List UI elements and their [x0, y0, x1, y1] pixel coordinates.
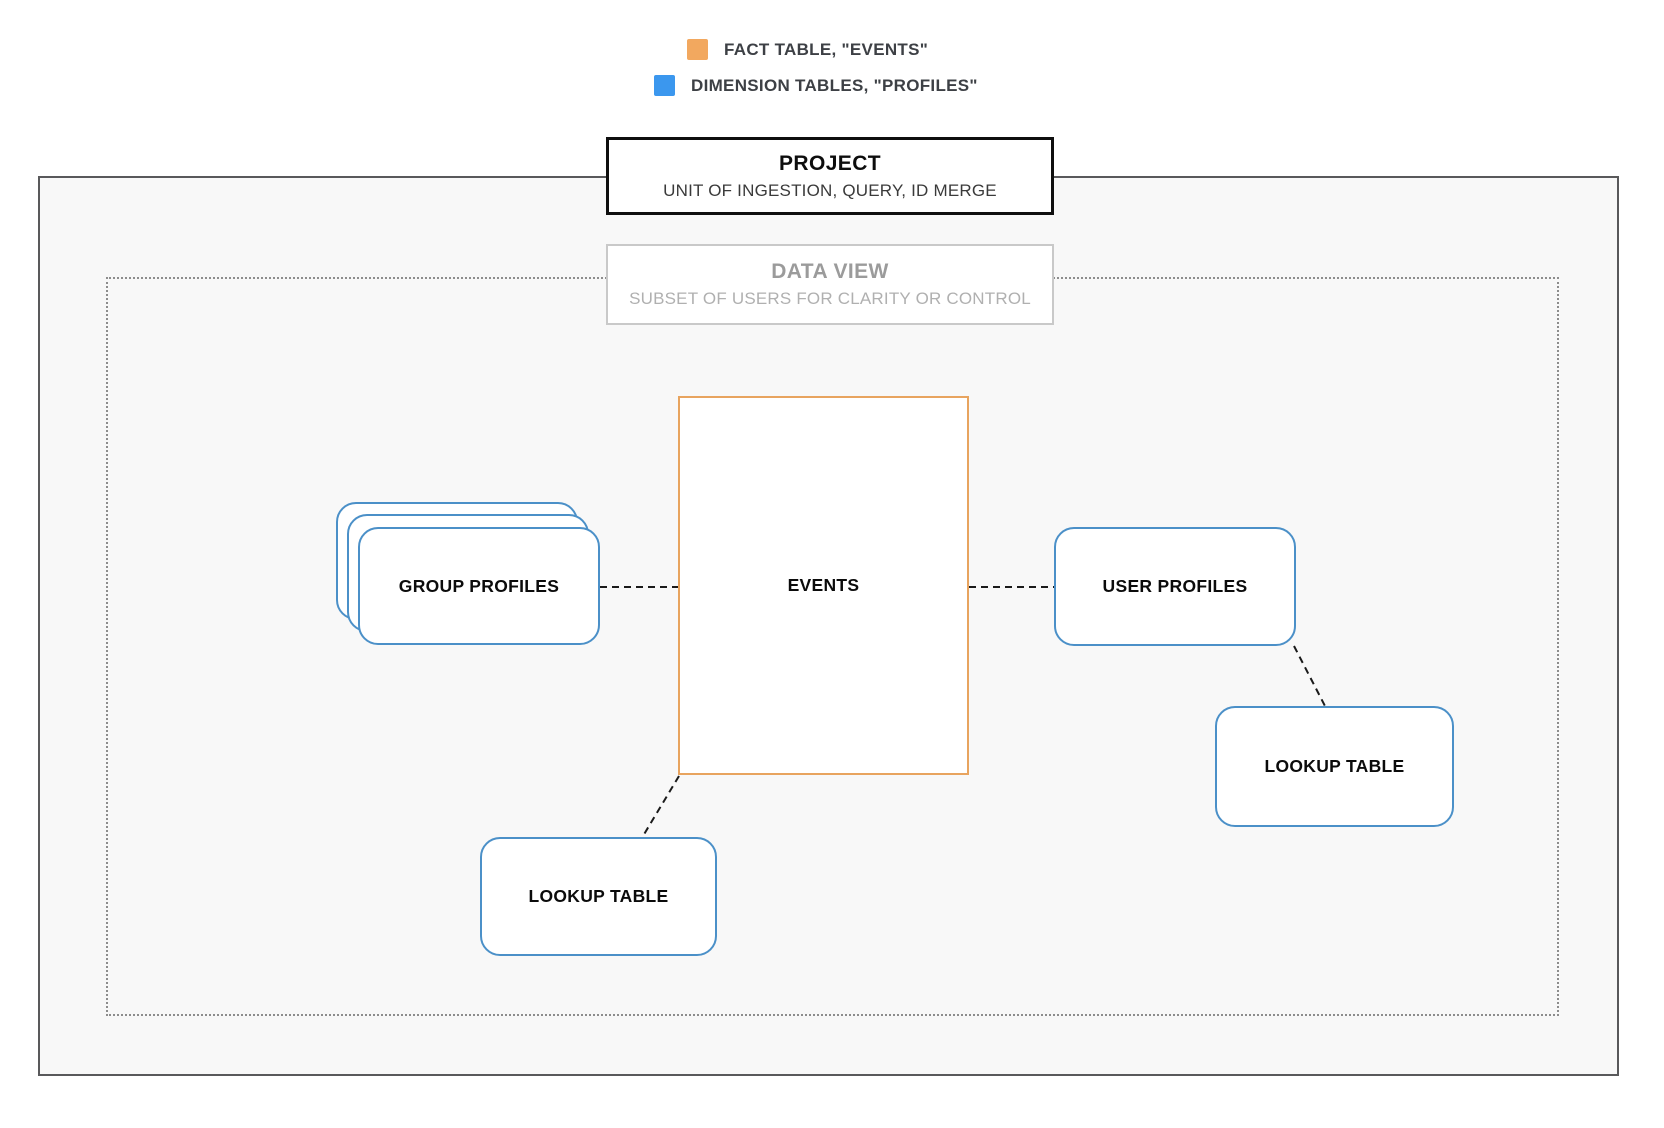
- project-header-box: PROJECT UNIT OF INGESTION, QUERY, ID MER…: [606, 137, 1054, 215]
- lookup-table-right-node-label: LOOKUP TABLE: [1264, 756, 1405, 776]
- legend-item-dimension: DIMENSION TABLES, "PROFILES": [654, 75, 978, 96]
- group-profiles-node-label: GROUP PROFILES: [398, 575, 560, 596]
- lookup-table-right-node: LOOKUP TABLE: [1215, 706, 1454, 827]
- events-node: EVENTS: [678, 396, 969, 775]
- data-view-title: DATA VIEW: [771, 260, 889, 283]
- project-title: PROJECT: [779, 151, 881, 175]
- user-profiles-node: USER PROFILES: [1054, 527, 1296, 646]
- lookup-table-left-node-label: LOOKUP TABLE: [528, 886, 669, 906]
- group-profiles-node: GROUP PROFILES: [358, 527, 600, 645]
- events-node-label: EVENTS: [787, 575, 860, 595]
- data-view-header-box: DATA VIEW SUBSET OF USERS FOR CLARITY OR…: [606, 244, 1054, 325]
- lookup-table-left-node: LOOKUP TABLE: [480, 837, 717, 956]
- legend-item-fact: FACT TABLE, "EVENTS": [687, 39, 928, 60]
- fact-table-swatch-icon: [687, 39, 708, 60]
- user-profiles-node-label: USER PROFILES: [1102, 576, 1248, 596]
- data-view-subtitle: SUBSET OF USERS FOR CLARITY OR CONTROL: [629, 289, 1031, 308]
- legend-label-dimension: DIMENSION TABLES, "PROFILES": [691, 75, 978, 95]
- project-subtitle: UNIT OF INGESTION, QUERY, ID MERGE: [663, 180, 997, 200]
- legend-label-fact: FACT TABLE, "EVENTS": [724, 39, 929, 59]
- dimension-tables-swatch-icon: [654, 75, 675, 96]
